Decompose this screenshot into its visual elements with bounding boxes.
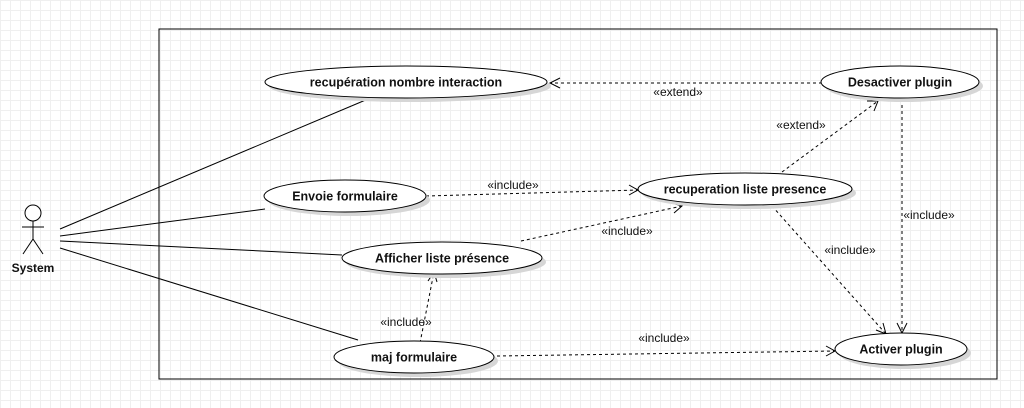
arrowhead: [867, 100, 879, 112]
arrowhead: [548, 77, 561, 89]
use-case-label: recuperation liste presence: [664, 183, 827, 197]
actor-system[interactable]: System: [12, 204, 55, 275]
association-afficher: [59, 240, 343, 256]
actor-head: [24, 204, 42, 222]
extend-label: «extend»: [776, 118, 826, 132]
include-label: «include»: [601, 224, 653, 238]
include-label: «include»: [903, 208, 955, 222]
relation-maj-include-activer: [496, 345, 837, 357]
include-label: «include»: [638, 331, 690, 345]
use-case-label: recupération nombre interaction: [310, 76, 502, 90]
use-case-recup-liste[interactable]: recuperation liste presence: [637, 172, 856, 209]
association-maj: [59, 247, 359, 341]
relation-desactiver-extend-recup-nombre: [548, 77, 822, 89]
use-case-label: Activer plugin: [859, 343, 942, 357]
use-case-label: Envoie formulaire: [292, 190, 398, 204]
relation-recup-liste-extend-desactiver: [781, 100, 879, 173]
use-case-afficher[interactable]: Afficher liste présence: [341, 241, 546, 278]
relation-recup-liste-include-activer: [771, 205, 887, 335]
use-case-activer[interactable]: Activer plugin: [834, 332, 971, 369]
association-recup-nombre: [59, 98, 369, 230]
extend-label: «extend»: [653, 85, 703, 99]
use-case-maj[interactable]: maj formulaire: [333, 340, 498, 377]
relation-maj-include-afficher: [419, 270, 438, 344]
use-case-recup-nombre[interactable]: recupération nombre interaction: [264, 65, 551, 102]
actor-right-leg: [32, 238, 44, 255]
actor-left-leg: [22, 238, 34, 255]
include-label: «include»: [824, 243, 876, 257]
use-case-envoie[interactable]: Envoie formulaire: [263, 179, 430, 216]
include-label: «include»: [380, 315, 432, 329]
use-case-label: Afficher liste présence: [375, 252, 509, 266]
association-envoie: [59, 208, 266, 237]
system-boundary: [158, 28, 998, 380]
use-case-desactiver[interactable]: Desactiver plugin: [820, 65, 983, 102]
include-label: «include»: [487, 178, 539, 192]
use-case-label: Desactiver plugin: [848, 76, 952, 90]
use-case-label: maj formulaire: [371, 351, 457, 365]
actor-label: System: [12, 261, 55, 275]
